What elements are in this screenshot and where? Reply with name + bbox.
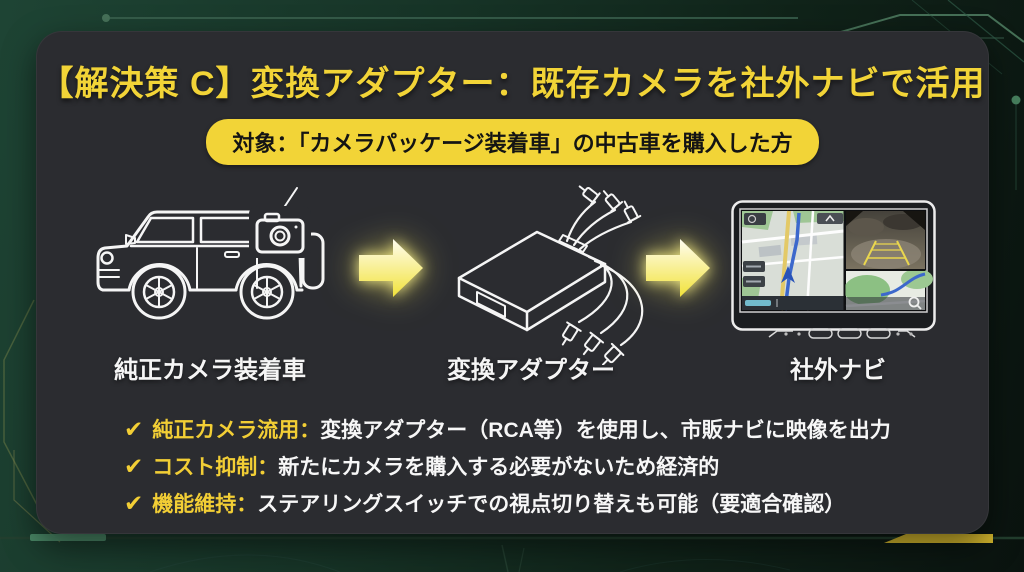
benefit-list: ✔ 純正カメラ流用：変換アダプター（RCA等）を使用し、市販ナビに映像を出力 ✔… [124,414,891,518]
bullet-text: ステアリングスイッチでの視点切り替えも可能（要適合確認） [257,493,846,516]
caption-aftermarket-nav: 社外ナビ [790,357,886,384]
camera-icon [249,206,311,258]
check-icon: ✔ [124,490,144,516]
nav-map-secondary-view [844,269,933,310]
arrow-right-icon [646,237,712,299]
bullet-text: 変換アダプター（RCA等）を使用し、市販ナビに映像を出力 [320,419,891,442]
backup-camera-view [846,211,925,269]
caption-oem-camera-car: 純正カメラ装着車 [114,357,306,384]
nav-map-view [741,210,845,311]
bullet-label: 機能維持： [152,493,258,516]
bullet-label: コスト抑制： [152,456,279,479]
page-title: 【解決策 C】変換アダプター：既存カメラを社外ナビで活用 [39,65,986,103]
list-item: ✔ 機能維持：ステアリングスイッチでの視点切り替えも可能（要適合確認） [124,488,891,518]
caption-conversion-adapter: 変換アダプター [447,357,615,384]
bullet-label: 純正カメラ流用： [152,419,321,442]
list-item: ✔ 純正カメラ流用：変換アダプター（RCA等）を使用し、市販ナビに映像を出力 [124,414,891,444]
aftermarket-nav-illustration [731,200,936,342]
search-icon [908,296,922,310]
nav-unit-icon [731,200,936,339]
nav-hardware-buttons [768,328,916,339]
car-icon [96,187,325,320]
bullet-text: 新たにカメラを購入する必要がないため経済的 [278,456,720,479]
oem-camera-car-illustration [85,182,345,342]
arrow-right-icon [359,237,425,299]
list-item: ✔ コスト抑制：新たにカメラを購入する必要がないため経済的 [124,451,891,481]
target-audience-badge: 対象：「カメラパッケージ装着車」の中古車を購入した方 [206,119,819,165]
rca-conversion-adapter-illustration [447,175,657,365]
slide-card: 【解決策 C】変換アダプター：既存カメラを社外ナビで活用 対象：「カメラパッケー… [36,31,989,534]
check-icon: ✔ [124,453,144,479]
adapter-icon [457,185,644,365]
check-icon: ✔ [124,416,144,442]
